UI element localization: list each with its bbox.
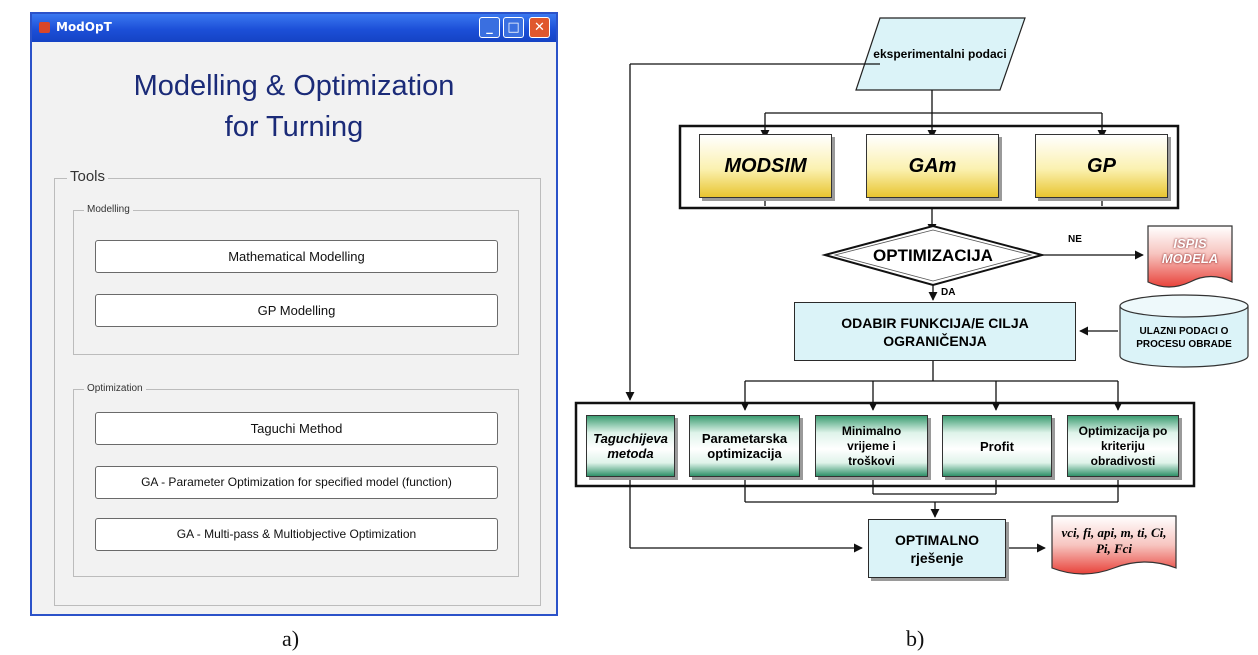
input-data-label: eksperimentalni podaci xyxy=(873,46,1007,61)
input-parallelogram xyxy=(855,17,1026,91)
optimization-label: Optimization xyxy=(84,383,146,394)
output-model-doc: ISPIS MODELA xyxy=(1161,236,1219,266)
decision-optimizacija: OPTIMIZACIJA xyxy=(873,246,993,265)
optimization-group: Optimization xyxy=(73,383,519,577)
opt-profit: Profit xyxy=(942,415,1052,477)
modelling-label: Modelling xyxy=(84,204,133,215)
taguchi-method-button[interactable]: Taguchi Method xyxy=(95,412,498,445)
process-input-database: ULAZNI PODACI O PROCESU OBRADE xyxy=(1136,326,1232,350)
opt-taguchi: Taguchijeva metoda xyxy=(586,415,675,477)
optimal-parameters-doc: vci, fi, api, m, ti, Ci, Pi, Fci xyxy=(1061,525,1167,556)
optimal-solution-box: OPTIMALNO rješenje xyxy=(868,519,1006,578)
mathematical-modelling-button[interactable]: Mathematical Modelling xyxy=(95,240,498,273)
close-icon[interactable]: ✕ xyxy=(529,17,550,38)
branch-no-label: NE xyxy=(1068,234,1082,245)
caption-a: a) xyxy=(282,626,300,651)
method-gam: GAm xyxy=(866,134,999,198)
ga-parameter-optimization-button[interactable]: GA - Parameter Optimization for specifie… xyxy=(95,466,498,499)
window-titlebar[interactable]: ModOpT _ □ ✕ xyxy=(32,14,556,42)
tools-label: Tools xyxy=(67,168,109,185)
objective-function-box: ODABIR FUNKCIJA/E CILJA OGRANIČENJA xyxy=(794,302,1076,361)
modopt-window: ModOpT _ □ ✕ Modelling & Optimization fo… xyxy=(30,12,558,616)
method-gp: GP xyxy=(1035,134,1168,198)
minimize-icon[interactable]: _ xyxy=(479,17,500,38)
gp-modelling-button[interactable]: GP Modelling xyxy=(95,294,498,327)
app-icon xyxy=(39,22,50,33)
ga-multipass-optimization-button[interactable]: GA - Multi-pass & Multiobjective Optimiz… xyxy=(95,518,498,551)
method-modsim: MODSIM xyxy=(699,134,832,198)
maximize-icon[interactable]: □ xyxy=(503,17,524,38)
opt-parametric: Parametarska optimizacija xyxy=(689,415,800,477)
app-heading-line1: Modelling & Optimization xyxy=(133,70,455,102)
app-heading-line2: for Turning xyxy=(224,111,364,143)
modelling-group: Modelling xyxy=(73,204,519,355)
branch-yes-label: DA xyxy=(941,287,956,298)
caption-b: b) xyxy=(906,626,925,651)
opt-min-time-cost: Minimalno vrijeme i troškovi xyxy=(815,415,928,477)
window-title: ModOpT xyxy=(56,20,112,34)
opt-machinability: Optimizacija po kriteriju obradivosti xyxy=(1067,415,1179,477)
tools-group: Tools xyxy=(54,168,541,606)
